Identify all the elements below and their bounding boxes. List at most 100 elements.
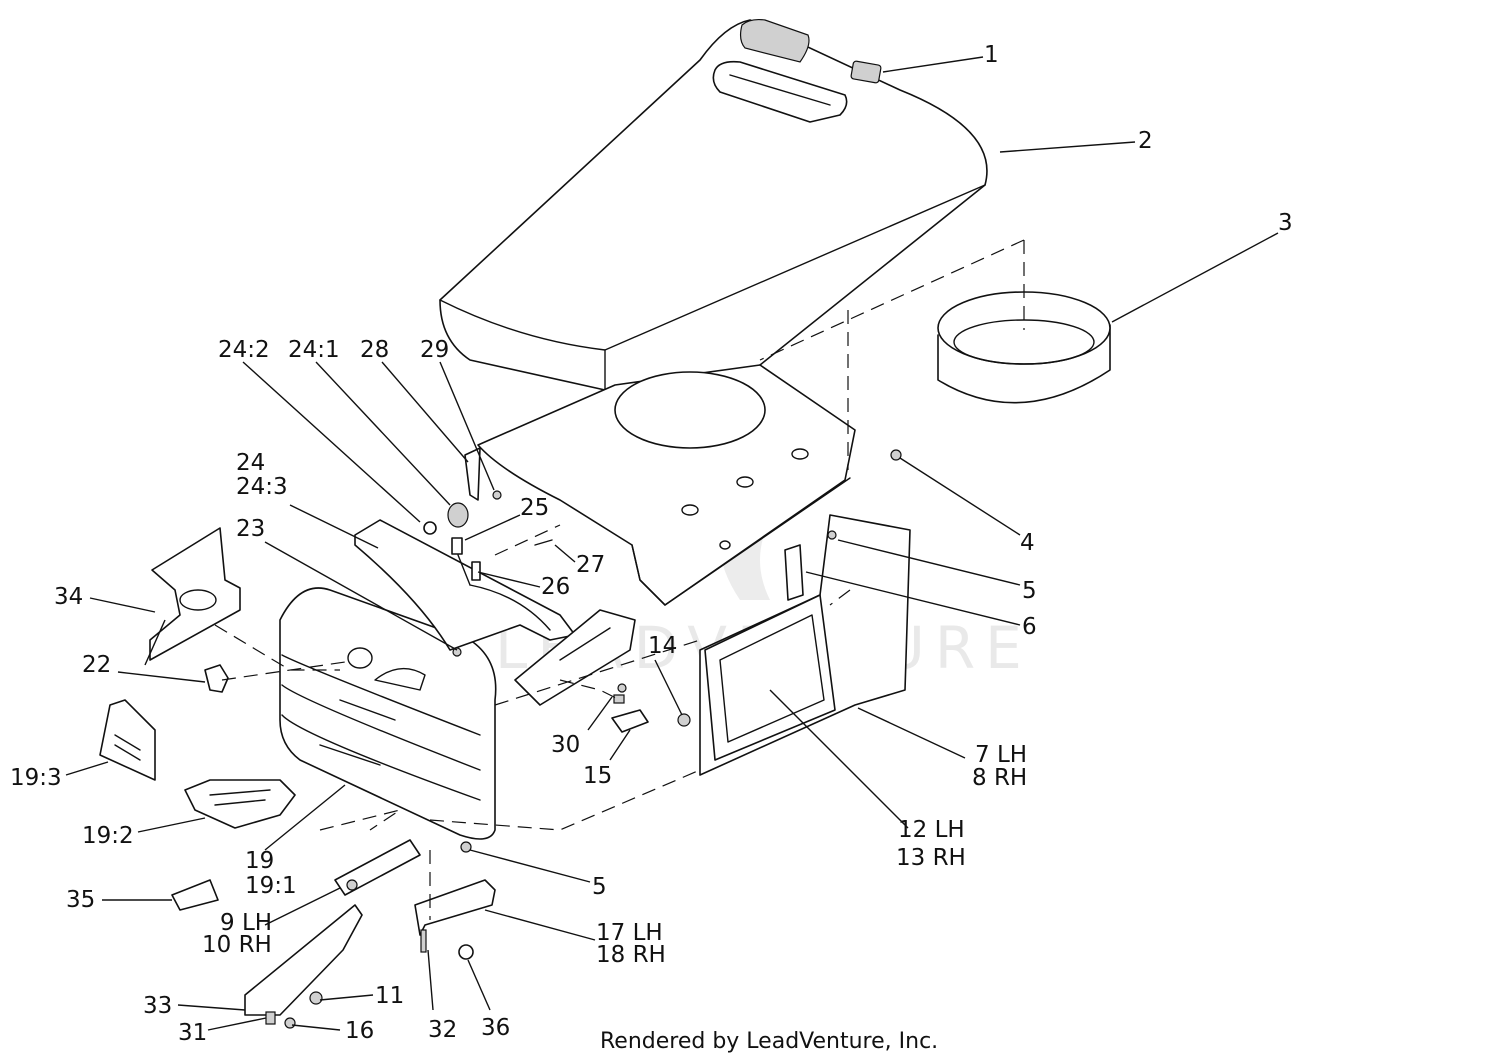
callout-30: 30 — [551, 732, 580, 758]
assembly-line — [559, 679, 621, 701]
callout-12-lh: 12 LH — [898, 817, 965, 843]
assembly-line — [494, 639, 701, 706]
trim-strip — [784, 544, 804, 601]
callout-28: 28 — [360, 337, 389, 363]
screw-32 — [420, 929, 427, 953]
bracket-34-hole — [179, 589, 217, 611]
callout-13-rh: 13 RH — [896, 845, 966, 871]
headlight-housing — [354, 519, 576, 651]
headlight-gasket — [204, 664, 229, 693]
hinge-pin — [346, 879, 358, 891]
emblem-part-1 — [850, 60, 882, 84]
grommet-30 — [613, 694, 625, 704]
assembly-line — [494, 524, 561, 556]
callout-15: 15 — [583, 763, 612, 789]
callout-10-rh: 10 RH — [202, 932, 272, 958]
nut-30-top — [617, 683, 627, 693]
callout-23: 23 — [236, 516, 265, 542]
nut-16 — [284, 1017, 296, 1029]
callout-1: 1 — [984, 42, 999, 68]
assembly-line — [429, 769, 701, 831]
grille-headlight-opening — [374, 667, 426, 691]
hood-vent-inner — [729, 74, 831, 106]
harness-clip — [471, 561, 481, 581]
assembly-line — [214, 624, 340, 671]
hood-support-panel — [477, 364, 856, 606]
callout-11: 11 — [375, 983, 404, 1009]
callout-4: 4 — [1020, 530, 1035, 556]
callout-35: 35 — [66, 887, 95, 913]
callout-24-3: 24:3 — [236, 474, 288, 500]
hinge-bracket — [334, 839, 421, 896]
callout-32: 32 — [428, 1017, 457, 1043]
headlight-socket — [423, 502, 469, 535]
headlight-lens-left — [99, 699, 156, 781]
hood-front-edge — [439, 184, 986, 351]
nut-36 — [458, 944, 474, 960]
support-lower-edge — [631, 477, 851, 606]
cotter-pin — [534, 539, 553, 546]
grille-slot — [339, 699, 396, 721]
callout-6: 6 — [1022, 614, 1037, 640]
assembly-line — [829, 589, 851, 606]
callout-2: 2 — [1138, 128, 1153, 154]
headlight-lens-lower — [184, 779, 296, 829]
headlight-housing-lens — [469, 584, 551, 631]
nut-11 — [309, 991, 323, 1005]
bracket-17 — [414, 879, 496, 936]
callout-24: 24 — [236, 450, 265, 476]
grille-slot — [319, 744, 381, 766]
callout-19-1: 19:1 — [245, 873, 297, 899]
frame-bracket-slot — [559, 627, 611, 661]
callout-29: 29 — [420, 337, 449, 363]
callout-34: 34 — [54, 584, 83, 610]
screw-23 — [452, 647, 462, 657]
nut-14 — [677, 713, 691, 727]
grille-band-3 — [281, 714, 481, 801]
bracket-screw — [492, 490, 502, 500]
side-screen-inner — [719, 614, 825, 743]
callout-19-3: 19:3 — [10, 765, 62, 791]
callout-22: 22 — [82, 652, 111, 678]
callout-14: 14 — [648, 633, 677, 659]
grille-nose — [279, 587, 497, 840]
frame-bracket — [514, 609, 636, 706]
grille-band-2 — [281, 684, 481, 771]
ring-to-hood-line — [759, 239, 1025, 361]
wire-connector — [451, 537, 463, 555]
callout-3: 3 — [1278, 210, 1293, 236]
callout-31: 31 — [178, 1020, 207, 1046]
clip-4 — [890, 449, 902, 461]
callout-17-lh: 17 LH — [596, 920, 663, 946]
callout-8-rh: 8 RH — [972, 765, 1027, 791]
mount-plate-33 — [244, 904, 363, 1016]
light-bracket — [464, 447, 481, 501]
footer-credit: Rendered by LeadVenture, Inc. — [600, 1029, 938, 1054]
side-bracket-34 — [149, 527, 241, 661]
callout-19-2: 19:2 — [82, 823, 134, 849]
screw-5-lower — [460, 841, 472, 853]
wire — [457, 554, 471, 586]
callout-16: 16 — [345, 1018, 374, 1044]
screw-5-upper — [827, 530, 837, 540]
lens-lower-ribs — [209, 789, 271, 806]
leader-lines — [65, 56, 1279, 1031]
lens-ribs — [114, 734, 141, 761]
callout-5-lower: 5 — [592, 874, 607, 900]
side-screen — [704, 594, 836, 761]
bolt-31 — [265, 1011, 276, 1025]
callout-26: 26 — [541, 574, 570, 600]
support-opening — [614, 371, 766, 449]
callouts: 1 2 3 4 5 6 7 LH 8 RH 12 LH 13 RH 14 30 … — [10, 42, 1293, 1046]
callout-5: 5 — [1022, 578, 1037, 604]
hood-handle — [739, 18, 810, 63]
callout-18-rh: 18 RH — [596, 942, 666, 968]
callout-19: 19 — [245, 848, 274, 874]
support-holes — [681, 448, 809, 550]
callout-24-1: 24:1 — [288, 337, 340, 363]
callout-33: 33 — [143, 993, 172, 1019]
callout-7-lh: 7 LH — [975, 742, 1027, 768]
callout-9-lh: 9 LH — [220, 910, 272, 936]
grille-band-1 — [281, 654, 481, 736]
